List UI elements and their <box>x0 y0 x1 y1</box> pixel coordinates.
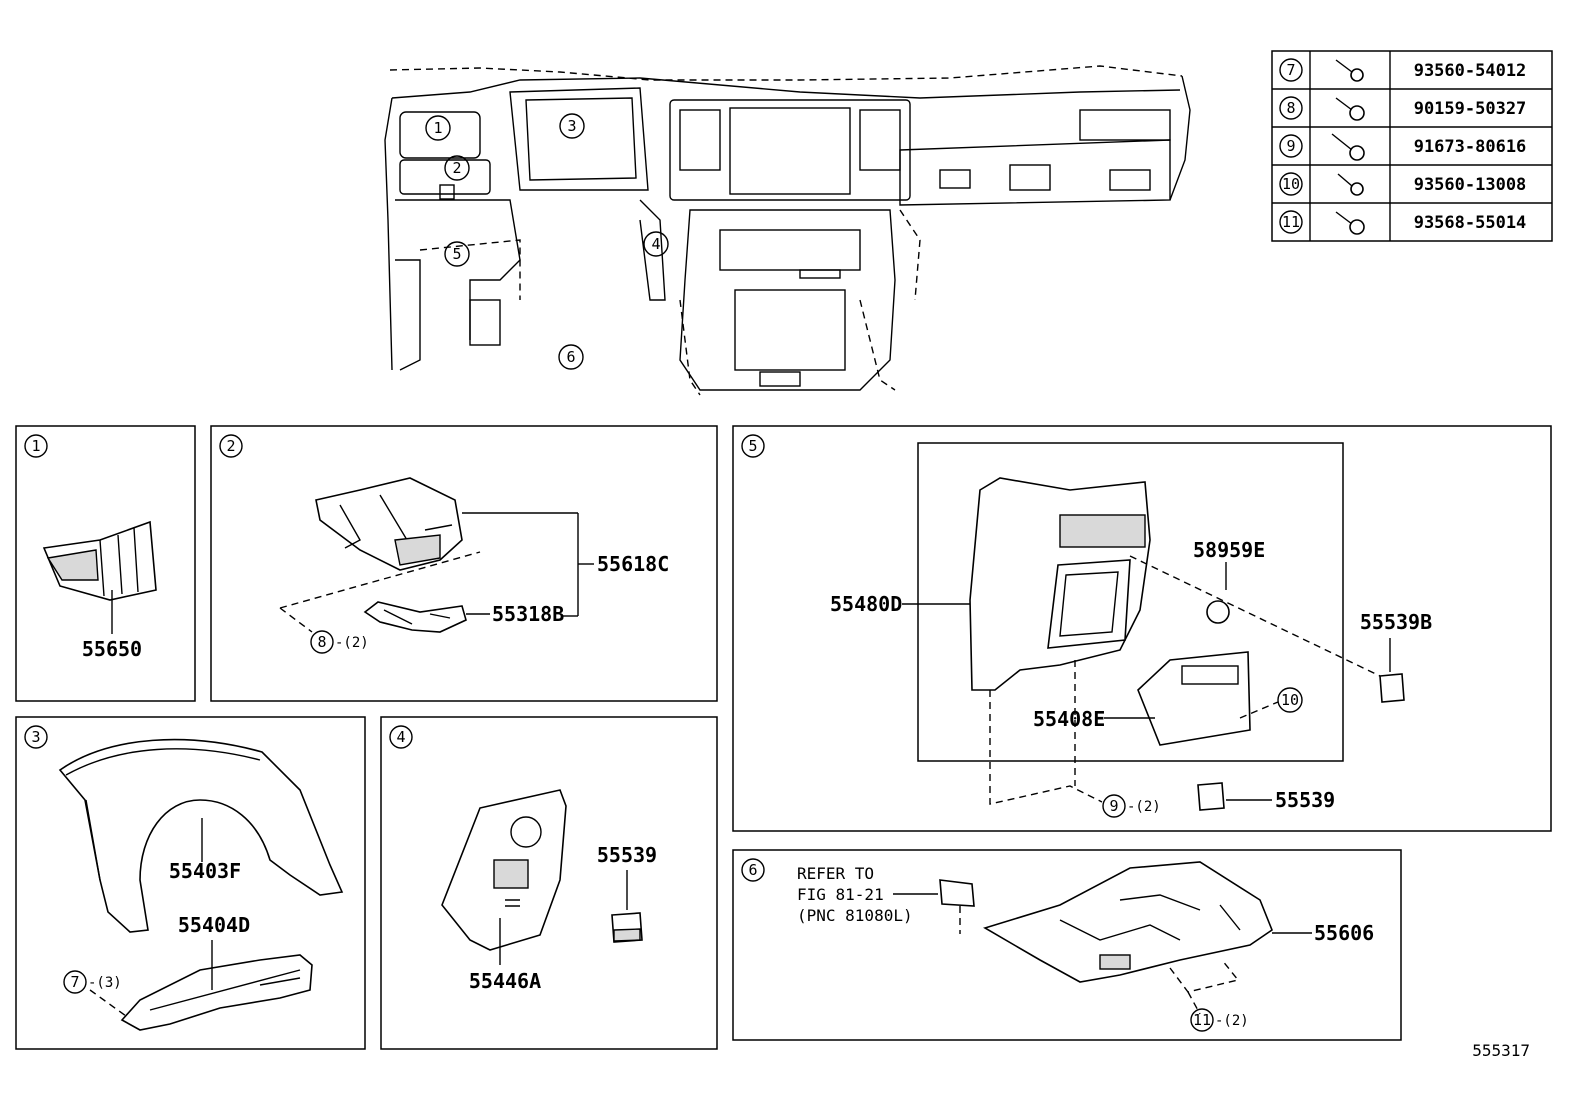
fastener-part-no: 90159-50327 <box>1414 99 1527 119</box>
screw-icon <box>1335 59 1364 82</box>
fastener-ref: 10 <box>1281 691 1299 709</box>
panel-number: 2 <box>226 437 235 455</box>
part-number: 55539 <box>597 843 657 867</box>
undercover-part <box>983 861 1273 983</box>
connector-part <box>939 879 975 907</box>
fastener-ref: 8 <box>317 633 326 651</box>
panel-number: 1 <box>31 437 40 455</box>
part-number: 55408E <box>1033 707 1105 731</box>
fastener-part-no: 93560-54012 <box>1414 61 1527 81</box>
part-number: 55480D <box>830 592 902 616</box>
fastener-ref: 11 <box>1193 1011 1211 1029</box>
fastener-ref: 9 <box>1286 137 1295 155</box>
fastener-qty: -(3) <box>88 975 122 991</box>
switch-blank-part <box>611 912 643 943</box>
fastener-row: 8 90159-50327 <box>1279 96 1527 121</box>
fastener-row: 11 93568-55014 <box>1279 210 1527 235</box>
fastener-row: 10 93560-13008 <box>1279 172 1527 196</box>
part-number: 55403F <box>169 859 241 883</box>
part-number: 55404D <box>178 913 250 937</box>
fastener-ref: 8 <box>1286 99 1295 117</box>
main-callout-6: 6 <box>558 344 584 370</box>
fastener-part-no: 93568-55014 <box>1414 213 1527 233</box>
fastener-row: 9 91673-80616 <box>1279 133 1527 161</box>
screw-icon <box>1335 211 1365 235</box>
main-callout-1: 1 <box>425 115 451 141</box>
panel-number: 3 <box>31 728 40 746</box>
screw-icon <box>1337 173 1364 196</box>
refer-note-line: (PNC 81080L) <box>797 906 913 925</box>
part-number: 55650 <box>82 637 142 661</box>
main-callout-3: 3 <box>559 113 585 139</box>
main-callout-4: 4 <box>643 231 669 257</box>
main-callout-5-label: 5 <box>452 245 461 263</box>
fastener-part-no: 93560-13008 <box>1414 175 1527 195</box>
detail-panel-2: 2 55618C 55318B 8 -(2) <box>210 425 718 702</box>
detail-panel-3: 3 55403F 55404D 7 -(3) <box>15 716 366 1050</box>
part-number: 55618C <box>597 552 669 576</box>
lower-panel-part <box>969 477 1151 691</box>
detail-panel-1: 1 55650 <box>15 425 196 702</box>
main-callout-2-label: 2 <box>452 159 461 177</box>
part-number: 55539 <box>1275 788 1335 812</box>
panel-number: 5 <box>748 437 757 455</box>
fastener-table: 7 93560-54012 8 90159-50327 9 91673-8061 <box>1271 50 1553 242</box>
lower-finish-panel-part <box>441 789 567 951</box>
part-number: 55606 <box>1314 921 1374 945</box>
switch-blank-part <box>1197 782 1225 811</box>
detail-panel-5: 5 55480D 58959E 55539B 55408E 10 <box>732 425 1552 832</box>
fastener-ref: 7 <box>70 973 79 991</box>
side-vent-part <box>42 520 157 601</box>
detail-panel-6: 6 REFER TO FIG 81-21 (PNC 81080L) 55606 … <box>732 849 1402 1041</box>
fastener-ref: 11 <box>1282 213 1300 231</box>
refer-note-line: FIG 81-21 <box>797 885 884 904</box>
main-callout-4-label: 4 <box>651 235 660 253</box>
fastener-qty: -(2) <box>1215 1013 1249 1029</box>
fastener-part-no: 91673-80616 <box>1414 137 1527 157</box>
part-number: 58959E <box>1193 538 1265 562</box>
part-number: 55446A <box>469 969 541 993</box>
fastener-ref: 9 <box>1109 797 1118 815</box>
fastener-qty: -(2) <box>1127 799 1161 815</box>
fastener-ref: 10 <box>1282 175 1300 193</box>
fastener-row: 7 93560-54012 <box>1279 58 1527 82</box>
cluster-hood-part <box>58 738 344 933</box>
panel-number: 4 <box>396 728 405 746</box>
trim-strip-part <box>363 601 467 633</box>
panel-number: 6 <box>748 861 757 879</box>
part-number: 55539B <box>1360 610 1432 634</box>
instrument-panel-overview <box>384 65 1191 396</box>
main-callout-5: 5 <box>444 241 470 267</box>
main-callout-2: 2 <box>444 155 470 181</box>
diagram-id: 555317 <box>1472 1041 1530 1060</box>
screw-icon <box>1331 133 1365 161</box>
part-number: 55318B <box>492 602 564 626</box>
main-callout-1-label: 1 <box>433 119 442 137</box>
vent-duct-part <box>315 477 463 571</box>
refer-note-line: REFER TO <box>797 864 874 883</box>
pocket-part <box>1137 651 1251 746</box>
bulb-part <box>1206 600 1230 624</box>
main-callout-3-label: 3 <box>567 117 576 135</box>
lower-trim-part <box>120 954 313 1031</box>
detail-panel-4: 4 55446A 55539 <box>380 716 718 1050</box>
switch-blank-part <box>1379 673 1405 703</box>
screw-icon <box>1335 97 1365 121</box>
fastener-qty: -(2) <box>335 635 369 651</box>
fastener-ref: 7 <box>1286 61 1295 79</box>
main-callout-6-label: 6 <box>566 348 575 366</box>
